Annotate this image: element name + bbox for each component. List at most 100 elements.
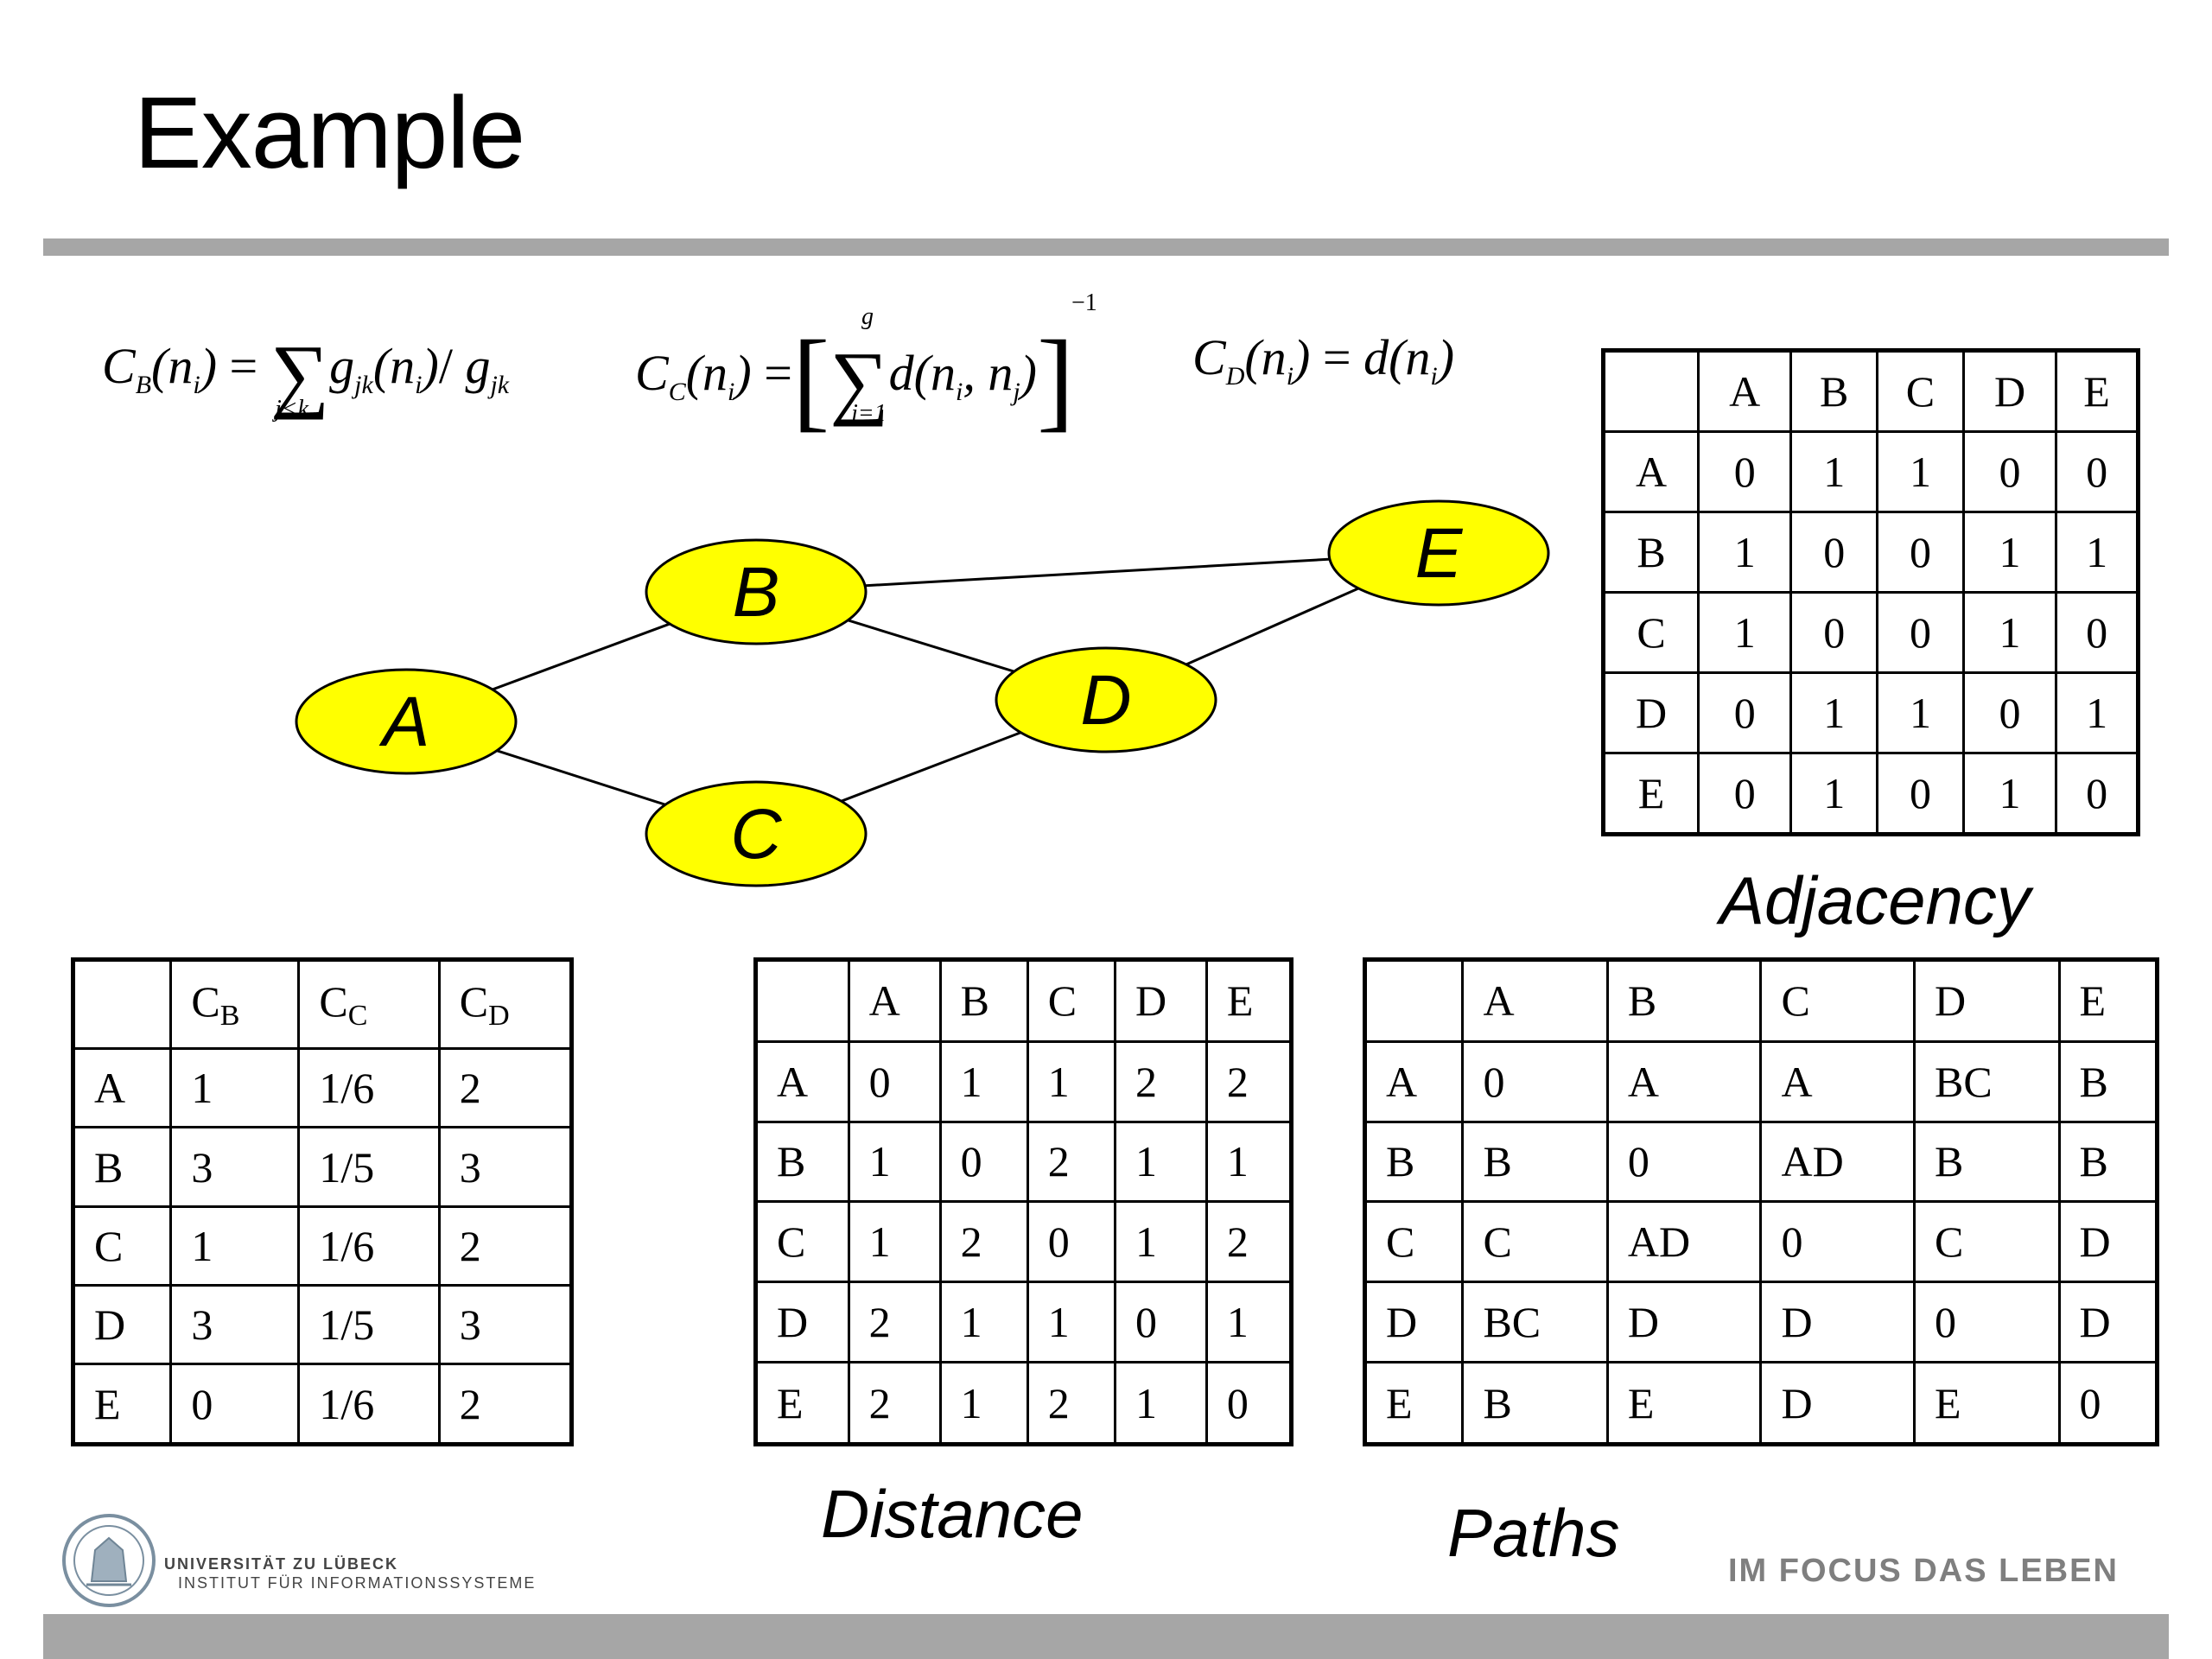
- distance-cell: 1: [1205, 1120, 1294, 1204]
- paths-cell: 0: [1913, 1281, 2061, 1364]
- adjacency-cell: B: [1601, 511, 1700, 594]
- paths-cell: D: [1759, 1281, 1916, 1364]
- university-seal-icon: [62, 1514, 156, 1607]
- paths-cell: 0: [1605, 1120, 1763, 1204]
- centrality-cell: 1: [169, 1047, 301, 1129]
- adjacency-cell: C: [1876, 348, 1965, 434]
- centrality-header-cell: [71, 957, 173, 1051]
- node-E: E: [1327, 499, 1550, 607]
- centrality-cell: 3: [437, 1283, 574, 1366]
- adjacency-cell: 1: [1961, 751, 2058, 836]
- centrality-cell: A: [71, 1047, 173, 1129]
- header-main: C: [459, 977, 489, 1027]
- paths-caption: Paths: [1447, 1495, 1620, 1571]
- paths-cell: B: [2057, 1120, 2159, 1204]
- centrality-cell: 1/5: [297, 1283, 441, 1366]
- centrality-header-cell: CD: [437, 957, 574, 1051]
- adjacency-cell: 0: [1876, 590, 1965, 674]
- header-subscript: C: [347, 1000, 368, 1033]
- edge-A-B: [405, 590, 757, 723]
- distance-cell: 2: [847, 1361, 942, 1446]
- distance-cell: E: [754, 1361, 850, 1446]
- distance-cell: [754, 958, 850, 1043]
- distance-cell: 1: [938, 1281, 1029, 1364]
- node-ellipse: [645, 538, 868, 645]
- adjacency-cell: 0: [2055, 751, 2139, 836]
- distance-cell: 1: [847, 1200, 942, 1284]
- paths-cell: 0: [1759, 1200, 1916, 1284]
- node-ellipse: [295, 668, 518, 775]
- paths-cell: B: [2057, 1039, 2159, 1123]
- node-ellipse: [1327, 499, 1550, 607]
- node-ellipse: [995, 646, 1217, 753]
- paths-cell: A: [1461, 958, 1609, 1043]
- centrality-header-cell: CB: [169, 957, 301, 1051]
- distance-cell: C: [754, 1200, 850, 1284]
- centrality-cell: D: [71, 1283, 173, 1366]
- betweenness-formula: CB(ni) = ∑gjk(ni)/ gjk j<k: [102, 327, 510, 423]
- adjacency-cell: 0: [1697, 671, 1793, 754]
- adjacency-cell: 1: [1961, 590, 2058, 674]
- distance-cell: E: [1205, 958, 1294, 1043]
- header-subscript: B: [219, 1000, 240, 1033]
- adjacency-cell: 0: [1789, 590, 1879, 674]
- centrality-cell: 1/5: [297, 1126, 441, 1208]
- paths-cell: A: [1605, 1039, 1763, 1123]
- paths-cell: AD: [1605, 1200, 1763, 1284]
- adjacency-cell: 0: [1876, 751, 1965, 836]
- distance-cell: D: [1113, 958, 1208, 1043]
- adjacency-cell: 1: [1697, 511, 1793, 594]
- paths-cell: B: [1605, 958, 1763, 1043]
- distance-cell: B: [938, 958, 1029, 1043]
- adjacency-cell: 1: [1876, 671, 1965, 754]
- university-motto: IM FOCUS DAS LEBEN: [1728, 1553, 2119, 1589]
- centrality-cell: E: [71, 1363, 173, 1446]
- centrality-cell: 1: [169, 1205, 301, 1287]
- adjacency-cell: 1: [2055, 511, 2139, 594]
- distance-cell: 2: [1205, 1039, 1294, 1123]
- adjacency-cell: 1: [1789, 751, 1879, 836]
- adjacency-cell: 1: [1961, 511, 2058, 594]
- centrality-cell: 1/6: [297, 1363, 441, 1446]
- paths-cell: BC: [1461, 1281, 1609, 1364]
- distance-cell: 0: [1205, 1361, 1294, 1446]
- node-label: B: [733, 553, 780, 632]
- paths-cell: E: [2057, 958, 2159, 1043]
- header-main: C: [319, 977, 348, 1027]
- node-label: D: [1080, 661, 1131, 740]
- header-main: C: [191, 977, 220, 1027]
- distance-cell: A: [754, 1039, 850, 1123]
- centrality-header-cell: CC: [297, 957, 441, 1051]
- distance-caption: Distance: [821, 1476, 1084, 1552]
- node-label: C: [730, 795, 782, 874]
- distance-cell: A: [847, 958, 942, 1043]
- adjacency-cell: E: [1601, 751, 1700, 836]
- paths-cell: D: [1605, 1281, 1763, 1364]
- centrality-cell: 3: [169, 1283, 301, 1366]
- adjacency-cell: 0: [1697, 430, 1793, 514]
- node-label: A: [378, 683, 430, 761]
- node-ellipse: [645, 780, 868, 887]
- paths-cell: E: [1913, 1361, 2061, 1446]
- degree-formula: CD(ni) = d(ni): [1192, 329, 1455, 391]
- paths-cell: 0: [2057, 1361, 2159, 1446]
- adjacency-cell: 1: [1789, 671, 1879, 754]
- adjacency-cell: 1: [2055, 671, 2139, 754]
- paths-cell: D: [1913, 958, 2061, 1043]
